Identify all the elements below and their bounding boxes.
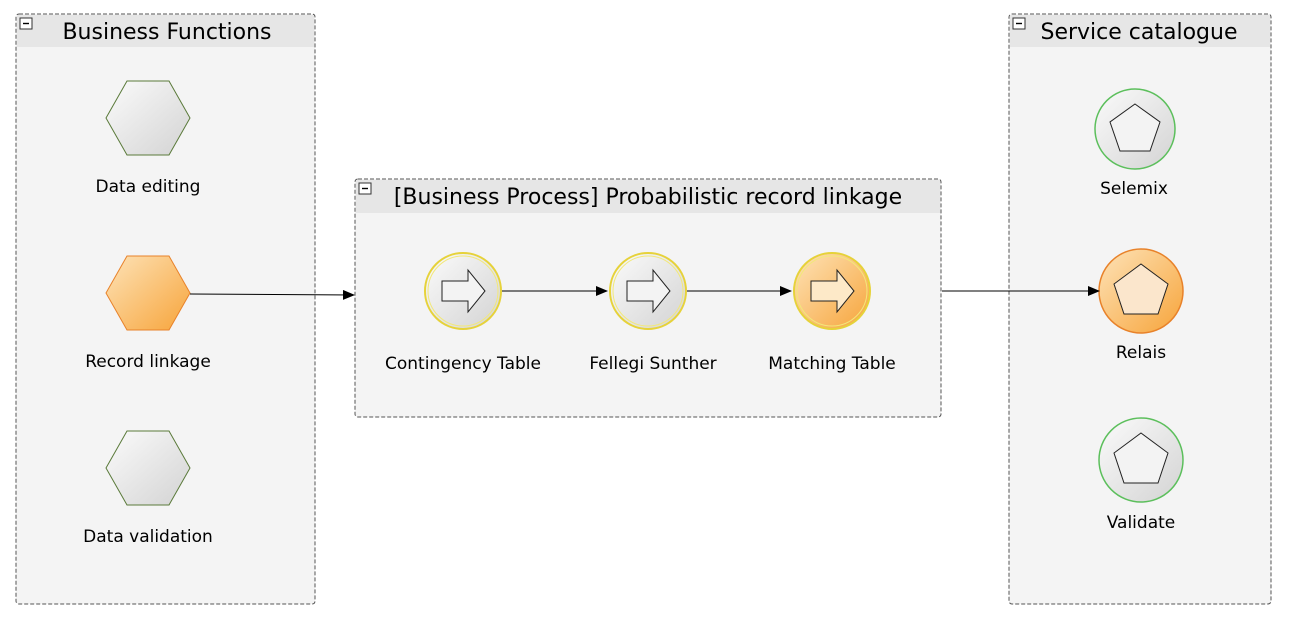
business-function-record-linkage[interactable]: Record linkage: [85, 255, 211, 372]
group-title: [Business Process] Probabilistic record …: [394, 185, 902, 210]
process-step-fellegi-sunther[interactable]: Fellegi Sunther: [589, 252, 717, 374]
group-header: [1010, 15, 1270, 47]
node-label: Data validation: [83, 527, 213, 547]
service-validate[interactable]: Validate: [1098, 417, 1184, 533]
arrow-icon: [810, 268, 855, 314]
arrow-icon: [441, 268, 486, 314]
service-relais[interactable]: Relais: [1098, 248, 1184, 363]
pentagon-icon: [1113, 263, 1169, 315]
node-label: Validate: [1107, 513, 1176, 533]
collapse-icon[interactable]: [19, 17, 33, 30]
collapse-icon[interactable]: [1012, 17, 1026, 30]
process-step-contingency-table[interactable]: Contingency Table: [385, 252, 541, 374]
group-business-process[interactable]: [Business Process] Probabilistic record …: [354, 178, 942, 418]
node-label: Fellegi Sunther: [589, 354, 716, 374]
group-service-catalogue[interactable]: Service catalogue Selemix Relais Validat…: [1008, 13, 1272, 605]
arrow-icon: [626, 268, 671, 314]
group-title: Business Functions: [62, 20, 271, 45]
pentagon-icon: [1113, 432, 1169, 484]
service-selemix[interactable]: Selemix: [1094, 88, 1176, 199]
hexagon-icon: [105, 80, 191, 156]
process-step-matching-table[interactable]: Matching Table: [768, 252, 896, 374]
node-label: Data editing: [96, 177, 201, 197]
node-label: Selemix: [1100, 179, 1168, 199]
hexagon-icon: [105, 430, 191, 506]
business-function-data-validation[interactable]: Data validation: [83, 430, 213, 547]
collapse-icon[interactable]: [358, 182, 372, 195]
group-header: [17, 15, 314, 47]
node-label: Relais: [1116, 343, 1166, 363]
hexagon-icon: [105, 255, 191, 331]
group-header: [356, 180, 940, 213]
node-label: Record linkage: [85, 352, 211, 372]
link-record-linkage-to-process: [189, 289, 355, 300]
node-label: Contingency Table: [385, 354, 541, 374]
business-function-data-editing[interactable]: Data editing: [96, 80, 201, 197]
pentagon-icon: [1109, 103, 1161, 152]
group-business-functions[interactable]: Business Functions Data editing Record l…: [15, 13, 316, 605]
group-title: Service catalogue: [1040, 20, 1237, 45]
node-label: Matching Table: [768, 354, 896, 374]
